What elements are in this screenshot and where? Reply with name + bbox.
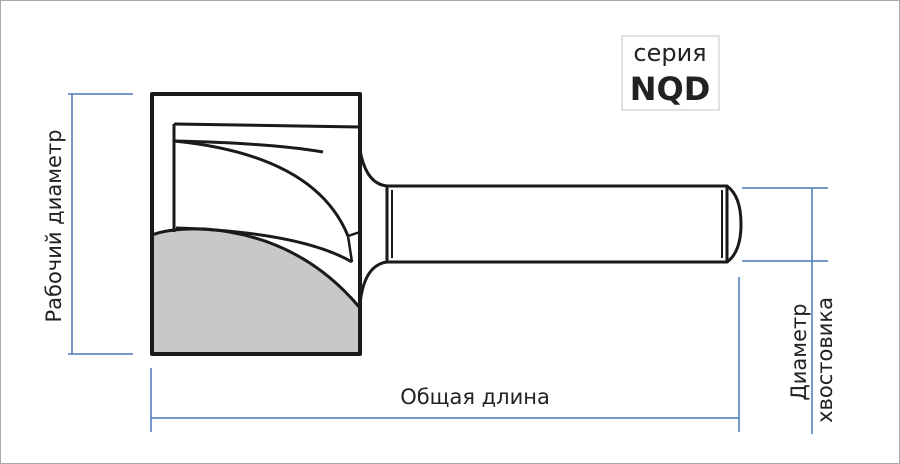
cutter-body-outline (150, 92, 362, 356)
series-box: серия NQD (621, 35, 720, 111)
series-code: NQD (630, 70, 711, 108)
shank-diameter-label-line2: хвостовика (813, 297, 837, 423)
shank-neck-top (358, 149, 388, 188)
cutter-head (150, 92, 362, 356)
dimension-lines (68, 93, 828, 434)
blade-inner-top (173, 139, 324, 154)
shank-diameter-label-line1: Диаметр (787, 303, 811, 400)
blade-tip (346, 230, 361, 263)
blade-bottom-curve (175, 226, 353, 264)
blade-arc (173, 139, 350, 237)
blade-top-edge (173, 122, 361, 129)
shank (358, 149, 743, 305)
shank-body (385, 184, 729, 264)
shank-chamfer (726, 184, 743, 264)
shank-neck-bottom (358, 260, 388, 305)
overall-length-label: Общая длина (400, 385, 550, 409)
series-label: серия (633, 39, 706, 67)
cut-section-fill (152, 228, 360, 354)
working-diameter-label: Рабочий диаметр (42, 129, 66, 322)
